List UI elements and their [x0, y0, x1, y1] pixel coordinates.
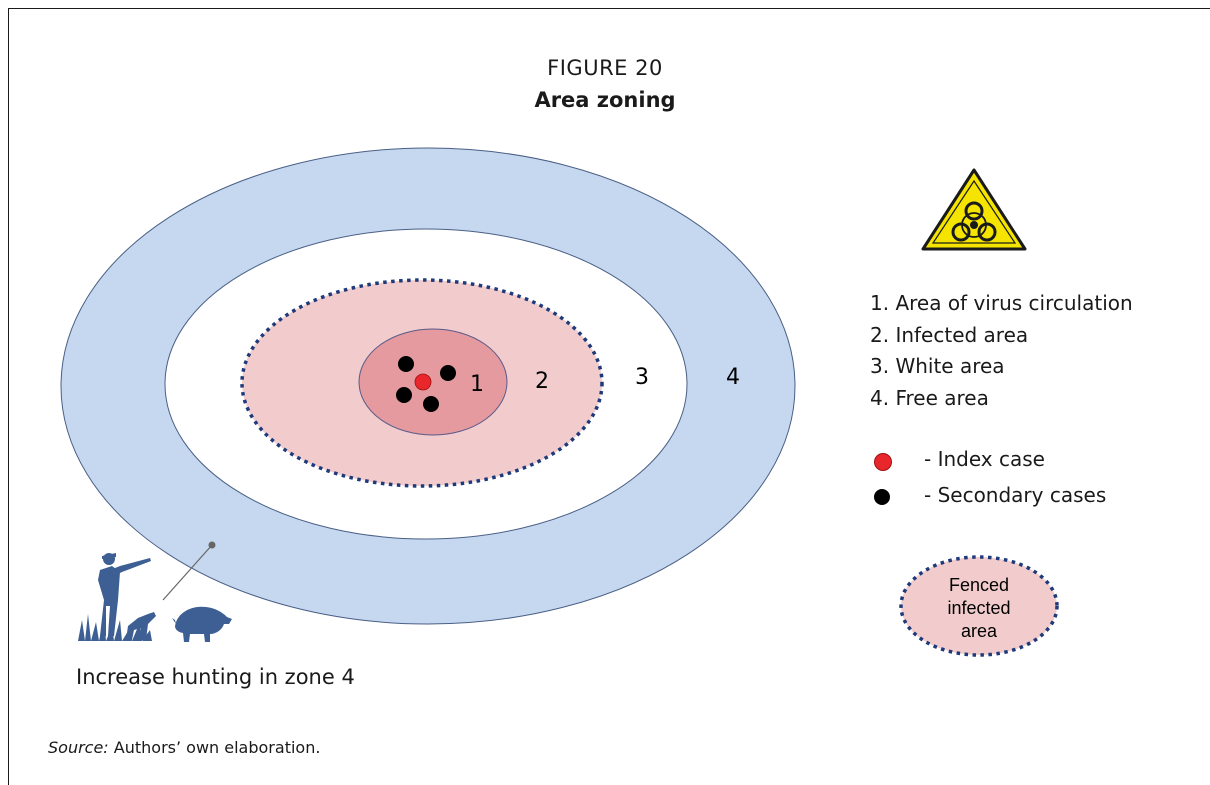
legend-item-3: 3. White area	[870, 354, 1005, 378]
secondary-case-legend-label: - Secondary cases	[924, 483, 1107, 507]
frame-left-border	[8, 8, 9, 785]
secondary-case-dot	[398, 356, 414, 372]
fenced-label-line-3: area	[961, 621, 998, 641]
legend-item-1: 1. Area of virus circulation	[870, 291, 1133, 315]
hunting-caption: Increase hunting in zone 4	[76, 665, 355, 689]
secondary-case-legend-dot	[874, 489, 890, 505]
hunter-icon	[78, 553, 156, 641]
biohazard-icon	[921, 168, 1027, 251]
source-note: Source: Authors’ own elaboration.	[48, 738, 320, 757]
fenced-label-line-2: infected	[947, 598, 1010, 618]
index-case-legend-label: - Index case	[924, 447, 1045, 471]
legend-item-2: 2. Infected area	[870, 322, 1029, 347]
figure-title: Area zoning	[534, 88, 676, 112]
legend-item-4: 4. Free area	[870, 385, 989, 410]
source-text: Authors’ own elaboration.	[108, 738, 321, 757]
hunting-pointer-dot	[208, 541, 216, 549]
index-case-dot	[414, 373, 432, 391]
frame-top-border	[8, 8, 1210, 9]
source-prefix: Source:	[48, 738, 109, 757]
wild-boar-icon	[172, 606, 232, 642]
secondary-case-dot	[440, 365, 456, 381]
zone-2-number: 2	[535, 369, 549, 394]
hunting-pointer-line	[162, 544, 213, 601]
zone-1-number: 1	[470, 372, 484, 397]
fenced-label-line-1: Fenced	[949, 575, 1009, 595]
zone-1-virus-circulation	[358, 328, 508, 436]
secondary-case-dot	[396, 387, 412, 403]
zone-4-number: 4	[726, 365, 740, 390]
fenced-area-legend-ellipse	[899, 555, 1059, 657]
figure-label: FIGURE 20	[547, 56, 663, 80]
zone-legend: 1. Area of virus circulation 2. Infected…	[870, 288, 1133, 414]
zone-3-number: 3	[635, 365, 649, 390]
secondary-case-dot	[423, 396, 439, 412]
index-case-legend-dot	[874, 453, 892, 471]
